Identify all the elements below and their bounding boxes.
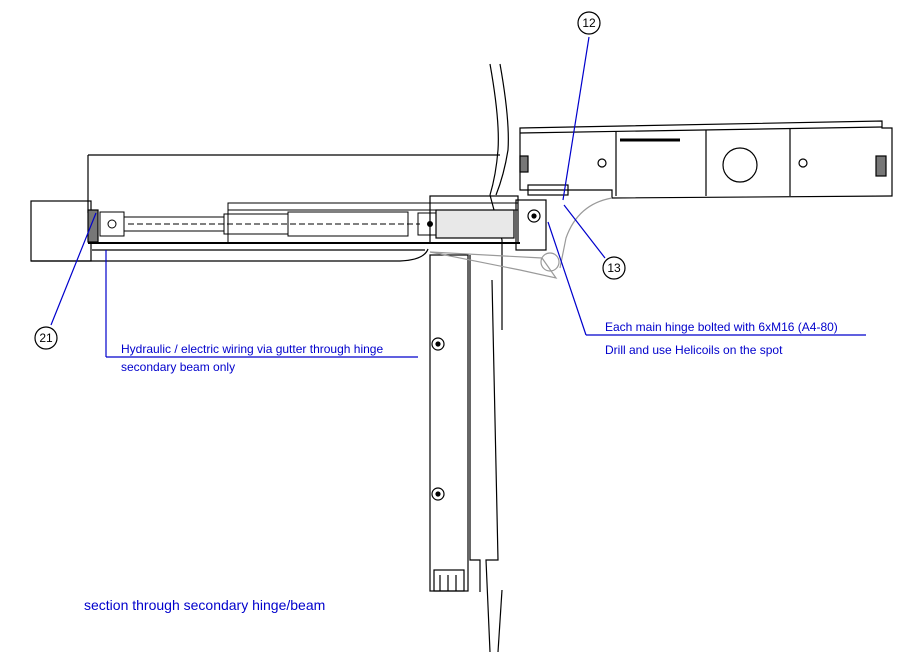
leader-12 <box>562 36 590 201</box>
balloon-13-label: 13 <box>607 261 621 275</box>
leader-lines <box>50 36 866 358</box>
secondary-beam <box>30 154 520 262</box>
annotation-helicoils: Drill and use Helicoils on the spot <box>605 343 783 357</box>
main-beam <box>519 120 893 199</box>
leader-21 <box>50 212 97 326</box>
leader-13 <box>563 204 606 259</box>
vertical-column <box>429 254 503 652</box>
annotation-hinge-bolts: Each main hinge bolted with 6xM16 (A4-80… <box>605 320 838 334</box>
annotation-secondary-only: secondary beam only <box>121 360 236 374</box>
balloon-21: 21 <box>34 326 58 350</box>
hidden-swing-path <box>429 197 613 279</box>
balloon-13: 13 <box>602 256 626 280</box>
hinge-pillar <box>429 63 547 330</box>
balloon-12: 12 <box>577 11 601 35</box>
balloon-12-label: 12 <box>582 16 596 30</box>
leader-hinge-bolts <box>547 221 587 336</box>
drawing-caption: section through secondary hinge/beam <box>84 597 326 613</box>
annotation-wiring: Hydraulic / electric wiring via gutter t… <box>121 342 384 356</box>
balloon-21-label: 21 <box>39 331 53 345</box>
